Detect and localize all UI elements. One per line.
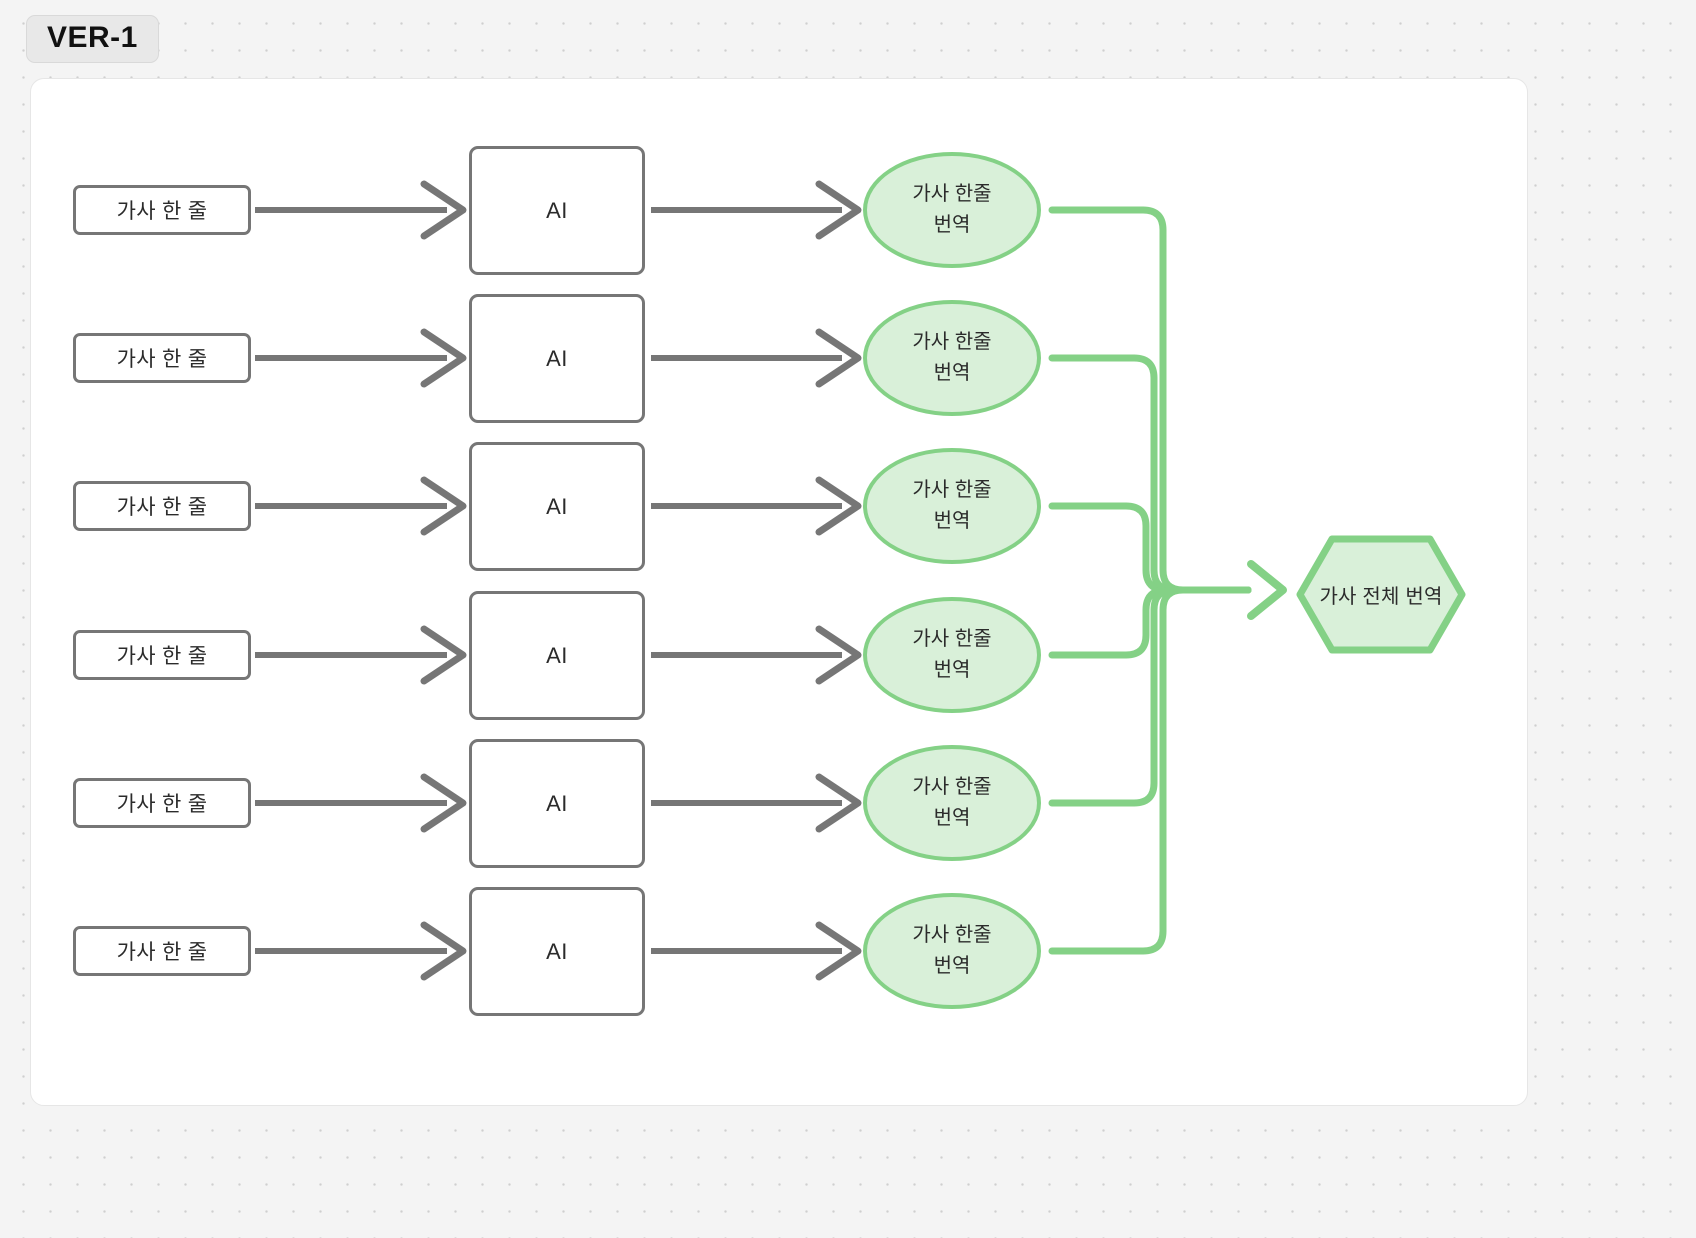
ai-node-4[interactable]: AI	[469, 591, 645, 720]
version-badge: VER-1	[26, 15, 159, 63]
translation-node-6-line2: 번역	[933, 955, 971, 977]
translation-node-6[interactable]: 가사 한줄 번역	[863, 893, 1041, 1009]
ai-node-4-label: AI	[546, 642, 568, 668]
translation-node-3-line2: 번역	[933, 510, 971, 532]
translation-node-6-line1: 가사 한줄	[912, 924, 992, 946]
source-node-3-label: 가사 한 줄	[116, 496, 208, 519]
ai-node-3[interactable]: AI	[469, 442, 645, 571]
translation-node-5-line2: 번역	[933, 807, 971, 829]
translation-node-3-line1: 가사 한줄	[912, 479, 992, 501]
translation-node-5-line1: 가사 한줄	[912, 776, 992, 798]
ai-node-1[interactable]: AI	[469, 146, 645, 275]
translation-node-3[interactable]: 가사 한줄 번역	[863, 448, 1041, 564]
translation-node-1[interactable]: 가사 한줄 번역	[863, 152, 1041, 268]
translation-node-4-line1: 가사 한줄	[912, 628, 992, 650]
ai-node-1-label: AI	[546, 197, 568, 223]
translation-node-1-line2: 번역	[933, 214, 971, 236]
hexagon-shape	[1296, 535, 1466, 654]
source-node-4[interactable]: 가사 한 줄	[73, 630, 251, 680]
source-node-6[interactable]: 가사 한 줄	[73, 926, 251, 976]
source-node-6-label: 가사 한 줄	[116, 941, 208, 964]
source-node-5[interactable]: 가사 한 줄	[73, 778, 251, 828]
ai-node-6[interactable]: AI	[469, 887, 645, 1016]
translation-node-2-line1: 가사 한줄	[912, 331, 992, 353]
source-node-1-label: 가사 한 줄	[116, 200, 208, 223]
ai-node-6-label: AI	[546, 938, 568, 964]
translation-node-4-line2: 번역	[933, 659, 971, 681]
translation-node-5[interactable]: 가사 한줄 번역	[863, 745, 1041, 861]
translation-node-2[interactable]: 가사 한줄 번역	[863, 300, 1041, 416]
source-node-3[interactable]: 가사 한 줄	[73, 481, 251, 531]
translation-node-2-line2: 번역	[933, 362, 971, 384]
translation-node-4[interactable]: 가사 한줄 번역	[863, 597, 1041, 713]
ai-node-3-label: AI	[546, 493, 568, 519]
source-node-2-label: 가사 한 줄	[116, 348, 208, 371]
source-node-2[interactable]: 가사 한 줄	[73, 333, 251, 383]
ai-node-2-label: AI	[546, 345, 568, 371]
aggregate-node[interactable]: 가사 전체 번역	[1296, 535, 1466, 654]
translation-node-1-line1: 가사 한줄	[912, 183, 992, 205]
ai-node-2[interactable]: AI	[469, 294, 645, 423]
source-node-1[interactable]: 가사 한 줄	[73, 185, 251, 235]
aggregate-node-label: 가사 전체 번역	[1319, 586, 1443, 608]
ai-node-5[interactable]: AI	[469, 739, 645, 868]
source-node-5-label: 가사 한 줄	[116, 793, 208, 816]
ai-node-5-label: AI	[546, 790, 568, 816]
source-node-4-label: 가사 한 줄	[116, 645, 208, 668]
